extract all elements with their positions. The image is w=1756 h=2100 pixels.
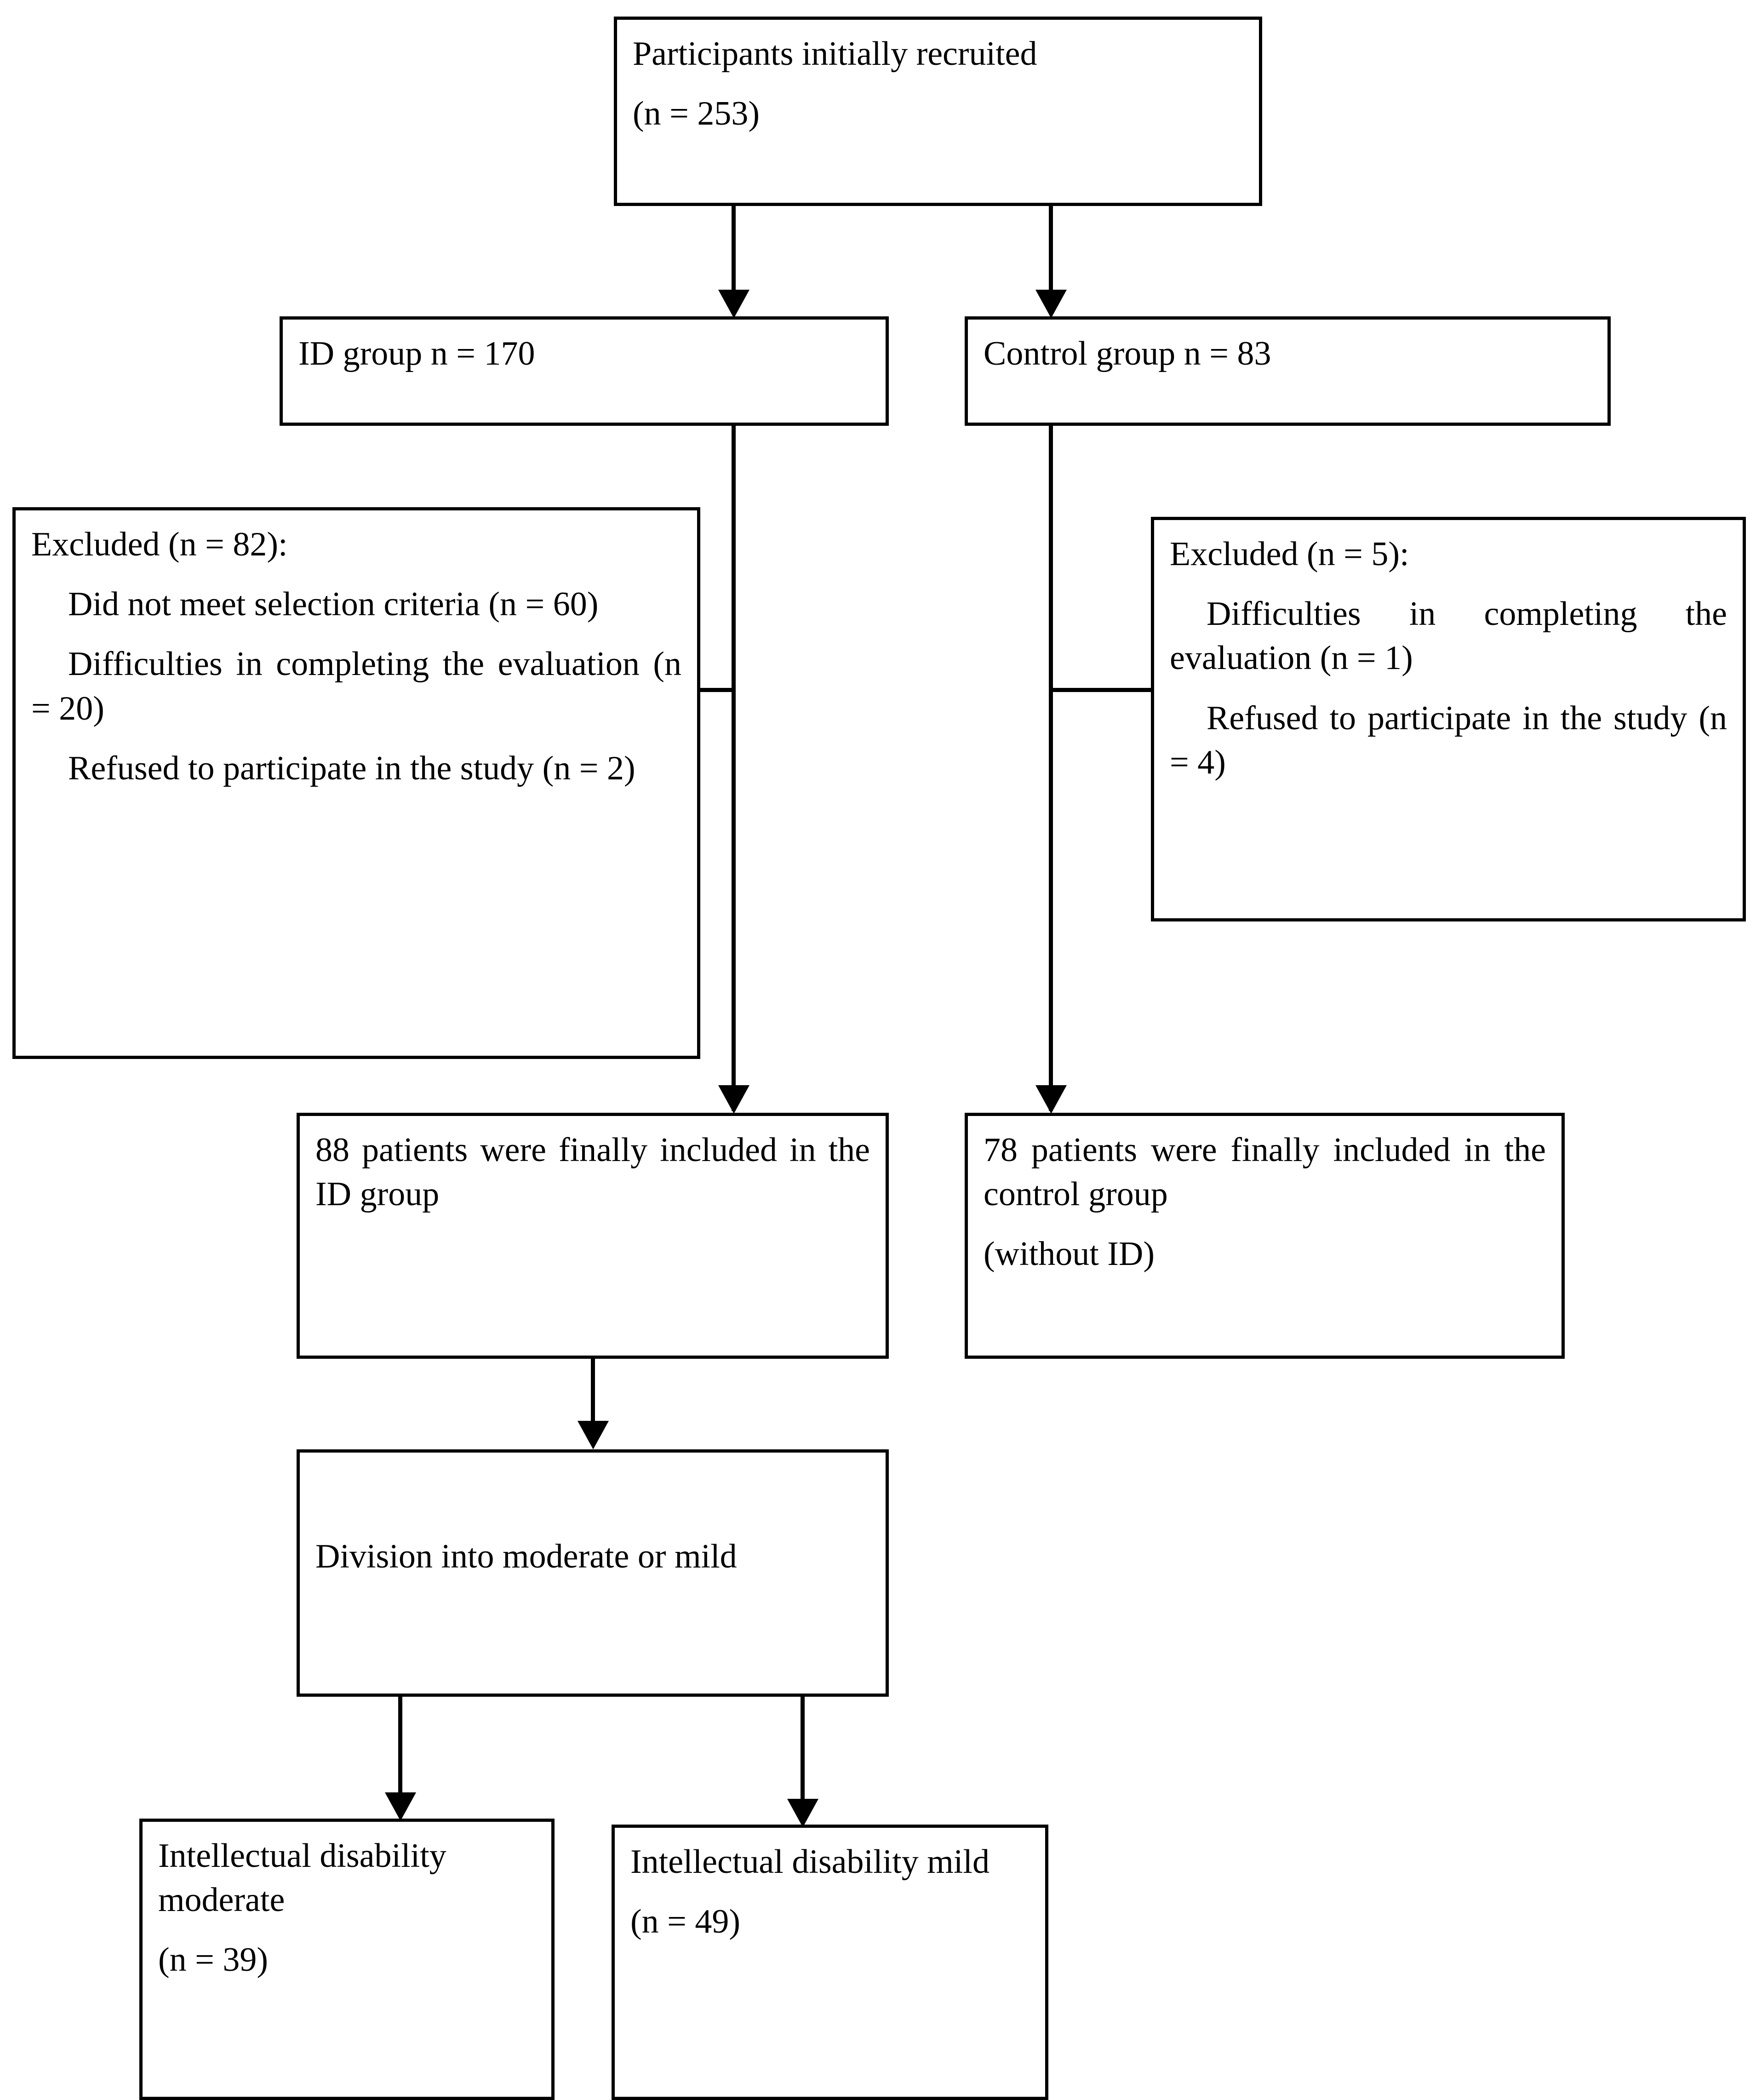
id-moderate-line-1: Intellectual disability moderate [158,1837,446,1919]
arrowhead-included-to-division [578,1421,609,1449]
arrowhead-recruited-to-id [718,290,749,318]
included-control-line-1: 78 patients were finally included in the… [984,1131,1546,1213]
arrowhead-division-to-mild [787,1799,818,1827]
excluded-control-heading: Excluded (n = 5): [1170,535,1409,573]
excluded-id-heading: Excluded (n = 82): [31,526,288,563]
connector-excluded-control-stub [1049,688,1151,692]
node-participants-recruited[interactable]: Participants initially recruited (n = 25… [614,17,1262,206]
excluded-id-reason-1: Difficulties in completing the evaluatio… [31,645,681,727]
control-group-label: Control group n = 83 [984,335,1271,372]
division-text: Division into moderate or mild [315,1538,737,1575]
node-id-moderate[interactable]: Intellectual disability moderate (n = 39… [139,1819,555,2100]
connector-recruited-to-id [732,206,736,293]
id-mild-line-1: Intellectual disability mild [630,1843,990,1881]
arrowhead-id-to-included [718,1085,749,1114]
excluded-control-reason-1: Refused to participate in the study (n =… [1170,699,1727,781]
recruited-line-1: Participants initially recruited [633,35,1037,73]
node-included-id[interactable]: 88 patients were finally included in the… [297,1113,889,1359]
arrowhead-division-to-moderate [385,1792,416,1821]
trunk-id-group [732,426,736,1111]
connector-recruited-to-control [1049,206,1053,293]
arrowhead-recruited-to-control [1035,290,1067,318]
node-control-group[interactable]: Control group n = 83 [965,316,1611,426]
excluded-id-reason-0: Did not meet selection criteria (n = 60) [68,585,599,624]
included-control-line-2: (without ID) [984,1235,1155,1273]
node-excluded-control[interactable]: Excluded (n = 5): Difficulties in comple… [1151,517,1746,921]
recruited-line-2: (n = 253) [633,95,760,133]
node-id-mild[interactable]: Intellectual disability mild (n = 49) [612,1825,1048,2100]
node-id-group[interactable]: ID group n = 170 [280,316,889,426]
id-mild-line-2: (n = 49) [630,1903,741,1941]
connector-division-to-mild [801,1697,805,1802]
included-id-text: 88 patients were finally included in the… [315,1131,870,1213]
trunk-control-group [1049,426,1053,1111]
connector-included-to-division [591,1359,595,1423]
arrowhead-control-to-included [1035,1085,1067,1114]
node-division[interactable]: Division into moderate or mild [297,1449,889,1697]
excluded-id-reason-2: Refused to participate in the study (n =… [68,749,635,787]
connector-division-to-moderate [398,1697,402,1796]
node-excluded-id[interactable]: Excluded (n = 82): Did not meet selectio… [12,507,700,1059]
node-included-control[interactable]: 78 patients were finally included in the… [965,1113,1565,1359]
id-moderate-line-2: (n = 39) [158,1941,269,1979]
connector-excluded-id-stub [699,688,733,692]
excluded-control-reason-0: Difficulties in completing the evaluatio… [1170,595,1727,677]
id-group-label: ID group n = 170 [298,335,535,372]
